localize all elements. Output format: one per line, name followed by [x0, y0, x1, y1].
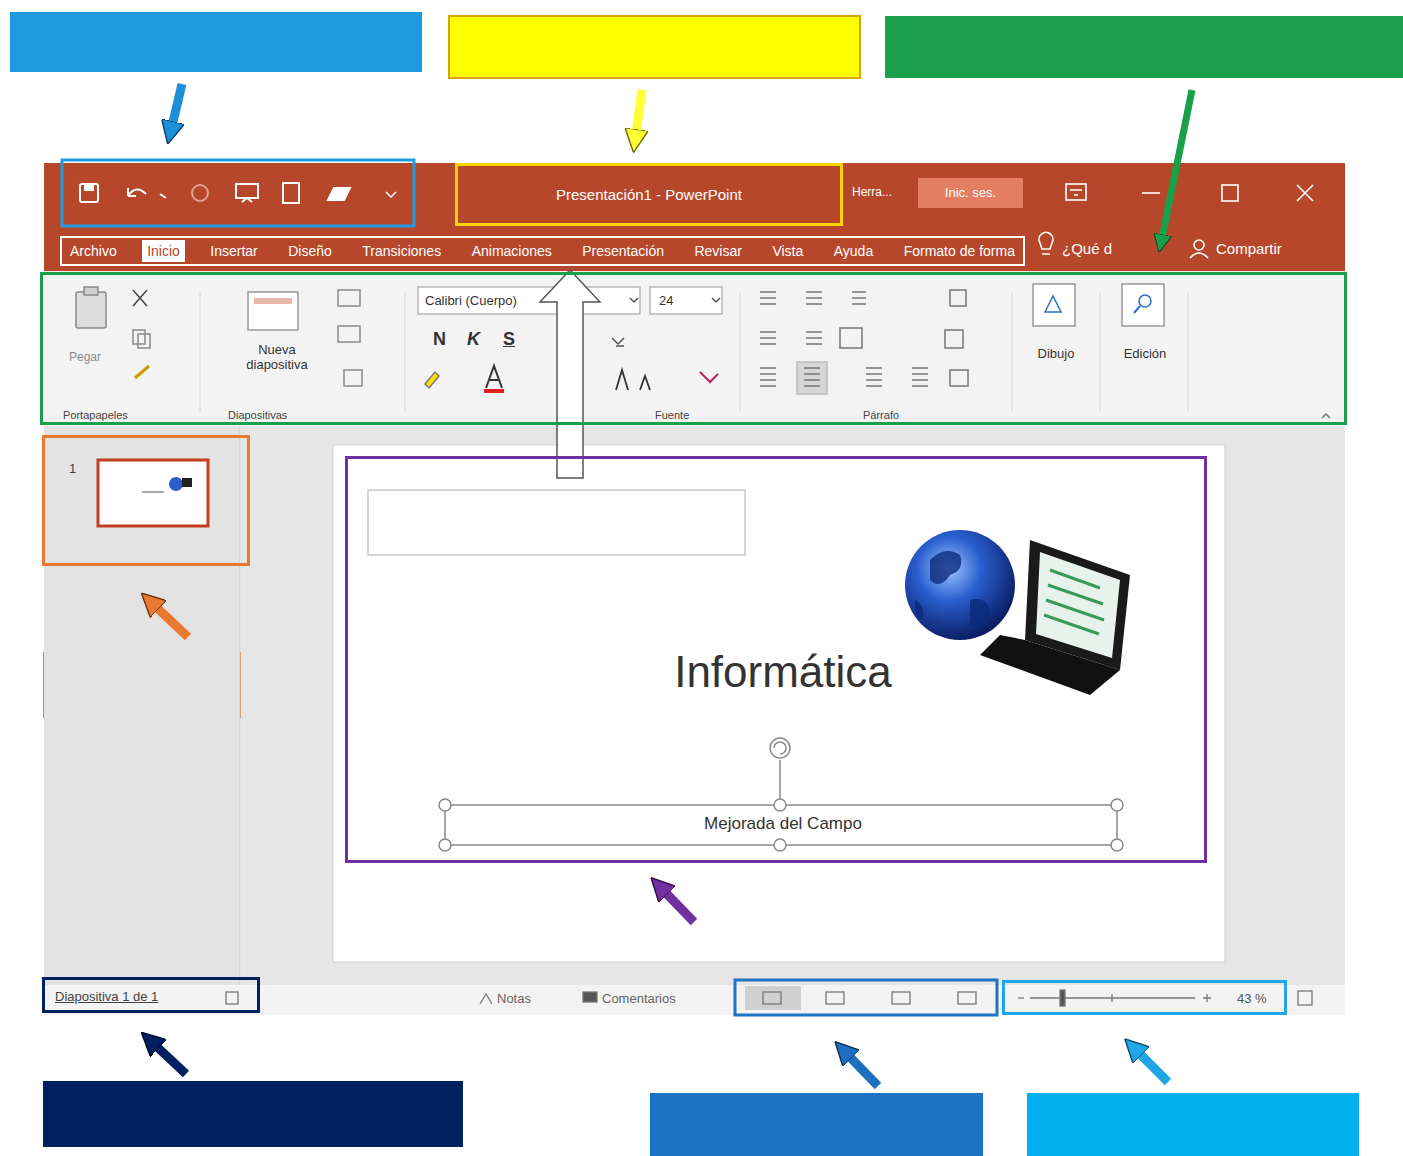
slide-region: InformáticaMejorada del Campo	[345, 456, 1207, 863]
quick-access-icons	[80, 183, 396, 203]
ribbon-tab: Presentación	[577, 240, 669, 263]
format-button: K	[467, 329, 480, 350]
share-button: Compartir	[1216, 240, 1282, 257]
ribbon-tab: Formato de forma	[899, 240, 1020, 263]
thumbnail-region: 1	[42, 435, 250, 566]
window-title: Presentación1 - PowerPoint	[458, 186, 840, 203]
thumbnail-laptop	[182, 478, 192, 487]
thumbnail-title	[142, 491, 164, 493]
ribbon-tab: Revisar	[689, 240, 746, 263]
sign-in-button: Inic. ses.	[918, 178, 1023, 208]
slide-number: 1	[69, 462, 76, 477]
globe-laptop-picture	[905, 530, 1130, 695]
slide-counter: Diapositiva 1 de 1	[55, 990, 158, 1005]
ribbon-tab: Vista	[767, 240, 808, 263]
work-area	[241, 426, 1345, 985]
ribbon-tab: Animaciones	[467, 240, 557, 263]
quick-access-outline	[62, 160, 414, 226]
format-button: S	[503, 329, 515, 350]
callout-box	[1027, 1093, 1359, 1156]
font-name: Calibri (Cuerpo)	[425, 294, 517, 309]
ribbon-tab: Archivo	[65, 240, 122, 263]
ribbon-tab: Ayuda	[829, 240, 878, 263]
selection-handles	[439, 738, 1123, 851]
button-label: Pegar	[69, 351, 101, 365]
group-name: Fuente	[655, 409, 689, 422]
callout-box	[885, 16, 1403, 78]
ribbon-tab: Diseño	[283, 240, 337, 263]
callout-box	[650, 1093, 983, 1156]
zoom-region: 43 %	[1002, 980, 1287, 1015]
thumbnail-globe	[169, 477, 183, 491]
zoom-value: 43 %	[1237, 992, 1267, 1007]
ribbon	[44, 271, 1345, 426]
callout-box	[10, 12, 422, 72]
comments-button: Comentarios	[602, 992, 676, 1007]
status-icons	[226, 986, 1312, 1010]
format-button: N	[433, 329, 446, 350]
slide	[333, 445, 1225, 962]
pane-divider	[240, 426, 241, 985]
button-label: Nueva diapositiva	[235, 343, 319, 373]
window-controls	[1039, 184, 1313, 258]
ribbon-tab: Inicio	[142, 240, 185, 263]
notes-button: Notas	[497, 992, 531, 1007]
button-label: Edición	[1115, 347, 1175, 362]
empty-placeholder	[368, 490, 745, 555]
tab-label: Herra...	[852, 186, 892, 200]
ribbon-tab: Transiciones	[357, 240, 446, 263]
slide-thumbnail	[98, 460, 208, 526]
leader-arrows	[155, 84, 1192, 1086]
callout-box	[43, 1081, 463, 1147]
slide-title: Informática	[583, 647, 983, 698]
group-name: Párrafo	[863, 409, 899, 422]
group-name: Portapapeles	[63, 409, 128, 422]
font-size: 24	[659, 294, 673, 309]
callout-box	[449, 16, 860, 78]
view-buttons-outline	[735, 980, 997, 1015]
ribbon-region: PegarPortapapeles Nueva diapositivaDiapos…	[40, 272, 1347, 425]
button-label: Dibujo	[1026, 347, 1086, 362]
status-region: Diapositiva 1 de 1	[42, 977, 260, 1013]
search-box: ¿Qué d	[1062, 240, 1112, 257]
thumbnail-pane	[44, 426, 240, 985]
tabs-region: Archivo Inicio Insertar Diseño Transiciones A…	[60, 236, 1025, 266]
ribbon-tab: Insertar	[205, 240, 262, 263]
slide-subtitle: Mejorada del Campo	[583, 814, 983, 834]
ribbon-icons	[76, 284, 1330, 418]
title-region: Presentación1 - PowerPoint	[455, 163, 843, 226]
title-bar	[44, 163, 1345, 271]
group-name: Diapositivas	[228, 409, 287, 422]
